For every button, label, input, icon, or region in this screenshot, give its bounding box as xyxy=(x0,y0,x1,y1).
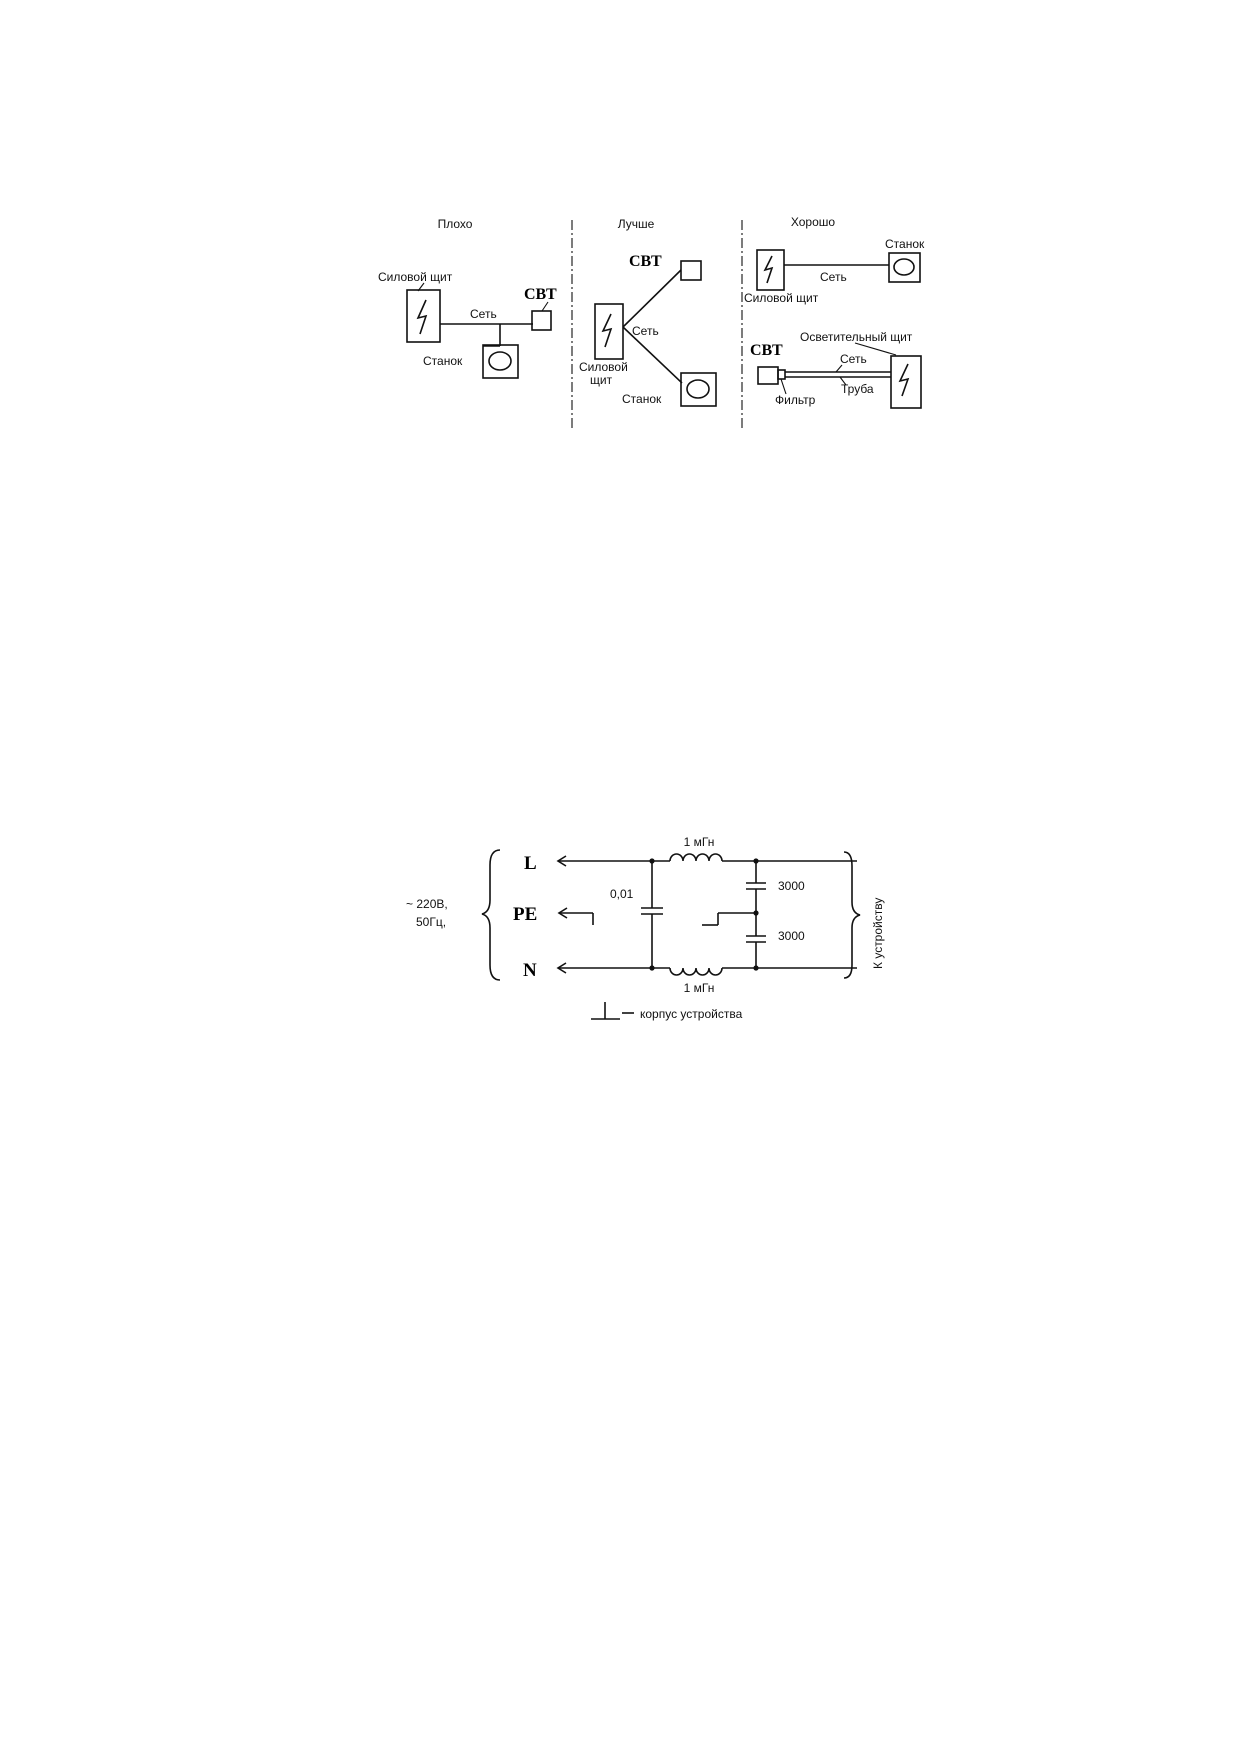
inductor-bottom-label: 1 мГн xyxy=(684,981,715,995)
machine-icon xyxy=(488,351,512,371)
cap-main-label: 0,01 xyxy=(610,887,634,901)
lighting-panel-box xyxy=(890,355,922,409)
computer-box xyxy=(680,260,702,281)
label-power-panel: Силовой щит xyxy=(744,291,819,305)
lightning-icon xyxy=(416,299,428,335)
label-PE: PE xyxy=(513,904,537,925)
label-filter: Фильтр xyxy=(775,393,816,407)
heading-bad: Плохо xyxy=(438,217,473,231)
inductor-top-label: 1 мГн xyxy=(684,835,715,849)
machine-box xyxy=(680,372,717,407)
inductor-bottom xyxy=(669,967,723,976)
label-network-bottom: Сеть xyxy=(840,352,867,366)
leader-pipe xyxy=(839,376,847,386)
left-brace xyxy=(481,849,501,981)
label-computer: СВТ xyxy=(524,286,557,303)
supply-voltage: ~ 220В, xyxy=(406,897,448,911)
label-network: Сеть xyxy=(632,324,659,338)
power-panel-box xyxy=(406,289,441,343)
leader-computer xyxy=(541,301,549,312)
lightning-icon xyxy=(601,313,613,348)
filter-circuit: ~ 220В, 50Гц, L PE N 1 мГн 1 мГн 0,01 xyxy=(406,835,885,1021)
panel-better: СВТ Сеть Силовой щит Станок xyxy=(579,253,717,407)
panel-bad: Силовой щит Сеть СВТ Станок xyxy=(378,270,557,379)
leader-filter xyxy=(780,378,787,395)
label-machine: Станок xyxy=(885,237,925,251)
panel-good: Сеть Станок Силовой щит Осветительный щи… xyxy=(744,237,925,409)
label-network-top: Сеть xyxy=(820,270,847,284)
label-lighting-panel: Осветительный щит xyxy=(800,330,913,344)
supply-frequency: 50Гц, xyxy=(416,915,446,929)
cap-y2-label: 3000 xyxy=(778,929,805,943)
machine-box xyxy=(888,252,921,283)
machine-box xyxy=(482,344,519,379)
filter-box xyxy=(777,369,786,380)
heading-good: Хорошо xyxy=(791,215,836,229)
label-power-panel: Силовой щит xyxy=(378,270,453,284)
to-device-label: К устройству xyxy=(871,898,885,969)
label-pipe: Труба xyxy=(841,382,874,396)
label-computer: СВТ xyxy=(629,253,662,270)
machine-icon xyxy=(686,379,710,399)
label-computer: СВТ xyxy=(750,342,783,359)
legend-label: корпус устройства xyxy=(640,1007,743,1021)
computer-box xyxy=(757,366,779,385)
label-L: L xyxy=(524,853,537,874)
network-line-machine xyxy=(622,326,683,384)
heading-better: Лучше xyxy=(618,217,655,231)
inductor-top xyxy=(669,853,723,862)
lightning-icon xyxy=(763,255,774,284)
network-line-computer xyxy=(622,269,682,328)
label-N: N xyxy=(523,960,537,981)
power-panel-box xyxy=(756,249,785,291)
label-machine: Станок xyxy=(423,354,463,368)
label-machine: Станок xyxy=(622,392,662,406)
cap-y1-label: 3000 xyxy=(778,879,805,893)
leader-lighting-panel xyxy=(854,342,897,356)
wiring-diagram: Плохо Лучше Хорошо Силовой щит Сеть СВТ … xyxy=(378,215,925,428)
leader-network xyxy=(835,364,843,373)
right-brace xyxy=(843,851,861,979)
label-power-panel-2: щит xyxy=(590,373,613,387)
label-network: Сеть xyxy=(470,307,497,321)
power-panel-box xyxy=(594,303,624,360)
lightning-icon-2 xyxy=(898,363,910,397)
machine-icon xyxy=(893,258,915,276)
label-power-panel-1: Силовой xyxy=(579,360,628,374)
computer-box xyxy=(531,310,552,331)
